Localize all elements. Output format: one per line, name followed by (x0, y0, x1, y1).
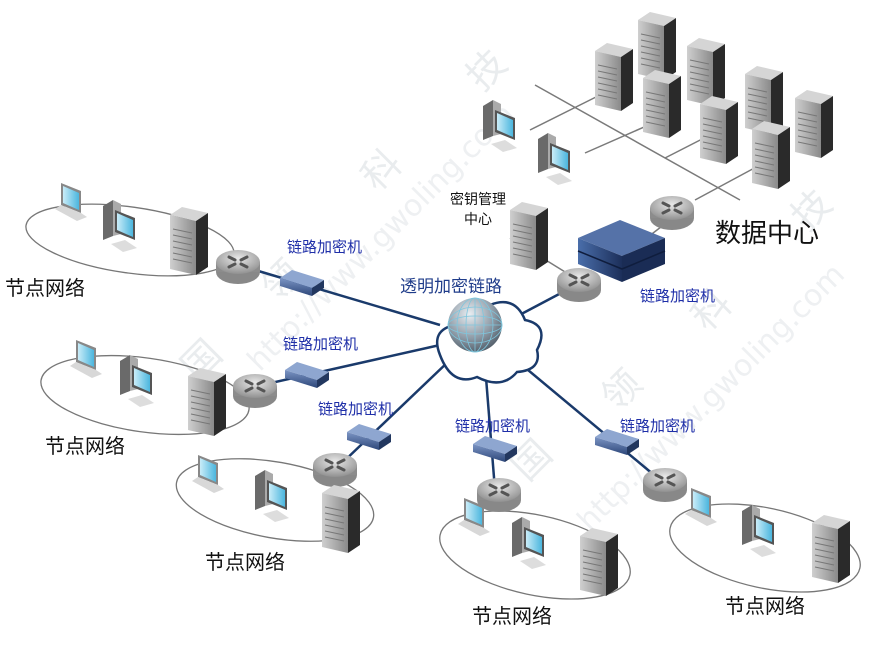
datacenter-encryptor (577, 220, 666, 282)
node-network-label-1: 节点网络 (5, 276, 85, 300)
key-management-server (509, 201, 549, 271)
datacenter-encryptor-label: 链路加密机 (640, 287, 716, 305)
node-network-label-5: 节点网络 (725, 594, 805, 618)
center-link-label: 透明加密链路 (400, 277, 502, 297)
datacenter-lines (529, 84, 761, 201)
cloud-globe-icon (435, 297, 543, 384)
encryptor-label-2: 链路加密机 (283, 335, 359, 353)
datacenter-label: 数据中心 (715, 219, 820, 249)
key-management-label: 密钥管理 中心 (450, 190, 506, 230)
encryptor-label-5: 链路加密机 (620, 417, 696, 435)
encryptor-label-1: 链路加密机 (287, 238, 363, 256)
datacenter-workstations (483, 100, 572, 185)
datacenter-servers (594, 11, 834, 190)
key-management-label-line1: 密钥管理 (450, 192, 506, 208)
encryptor-label-4: 链路加密机 (455, 417, 531, 435)
key-management-label-line2: 中心 (464, 212, 492, 228)
node-network-label-4: 节点网络 (472, 604, 552, 628)
node-network-label-2: 节点网络 (45, 434, 125, 458)
node-network-label-3: 节点网络 (205, 550, 285, 574)
encryptor-label-3: 链路加密机 (318, 400, 394, 418)
